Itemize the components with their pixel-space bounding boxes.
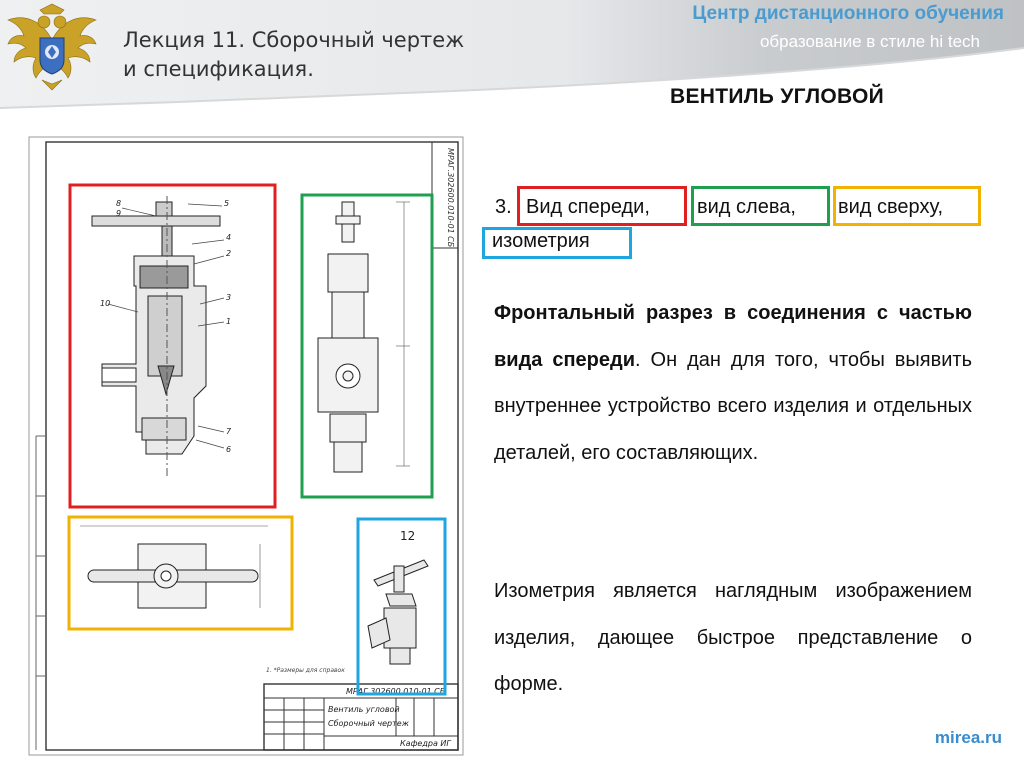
leader-3: 3: [226, 293, 231, 302]
section-description: Фронтальный разрез в соединения с частью…: [494, 290, 972, 476]
assembly-drawing: 8 9 5 4 2 10 3 1 7 6: [28, 136, 464, 756]
view-top-label: вид сверху,: [838, 196, 943, 218]
views-prefix: 3.: [495, 196, 512, 218]
iso-view-frame: [356, 517, 447, 696]
leader-1: 1: [226, 317, 231, 326]
slide-title: ВЕНТИЛЬ УГЛОВОЙ: [670, 85, 885, 108]
left-view-box: [691, 186, 830, 226]
vertical-code: МРАГ.302600.010-01 СБ: [446, 148, 455, 248]
iso-label: 12: [400, 529, 415, 543]
front-view-box: [517, 186, 687, 226]
title-block-dept: Кафедра ИГ: [400, 739, 451, 748]
center-subtitle: образование в стиле hi tech: [759, 32, 980, 51]
drawing-note: 1. *Размеры для справок: [266, 667, 345, 674]
leader-9: 9: [116, 209, 121, 218]
title-block-name: Вентиль угловой: [328, 705, 400, 714]
site-link[interactable]: mirea.ru: [934, 728, 1002, 747]
iso-view-box: [482, 227, 632, 259]
view-iso-label: изометрия: [492, 230, 590, 252]
leader-6: 6: [226, 445, 231, 454]
top-view-frame: [67, 515, 294, 631]
section-description-rest: . Он дан для того, чтобы выявить внутрен…: [494, 348, 972, 464]
leader-5: 5: [224, 199, 229, 208]
leader-7: 7: [226, 427, 232, 436]
center-title: Центр дистанционного обучения: [692, 3, 1004, 24]
view-front-label: Вид спереди,: [526, 196, 650, 218]
lecture-title: Лекция 11. Сборочный чертеж и спецификац…: [123, 28, 465, 81]
leader-4: 4: [226, 233, 231, 242]
title-block-code: МРАГ.302600.010-01 СБ: [346, 687, 446, 696]
leader-2: 2: [226, 249, 231, 258]
leader-8: 8: [116, 199, 121, 208]
leader-10: 10: [100, 299, 110, 308]
header-band: [0, 0, 1024, 109]
title-block-type: Сборочный чертеж: [328, 719, 410, 728]
front-view-frame: [68, 183, 277, 509]
section-description-bold: Фронтальный разрез в соединения с частью…: [494, 302, 972, 371]
isometry-description: Изометрия является наглядным изображение…: [494, 580, 972, 695]
top-view-box: [833, 186, 981, 226]
left-view-frame: [300, 193, 434, 499]
eagle-emblem-icon: [7, 3, 97, 91]
view-left-label: вид слева,: [697, 196, 796, 218]
